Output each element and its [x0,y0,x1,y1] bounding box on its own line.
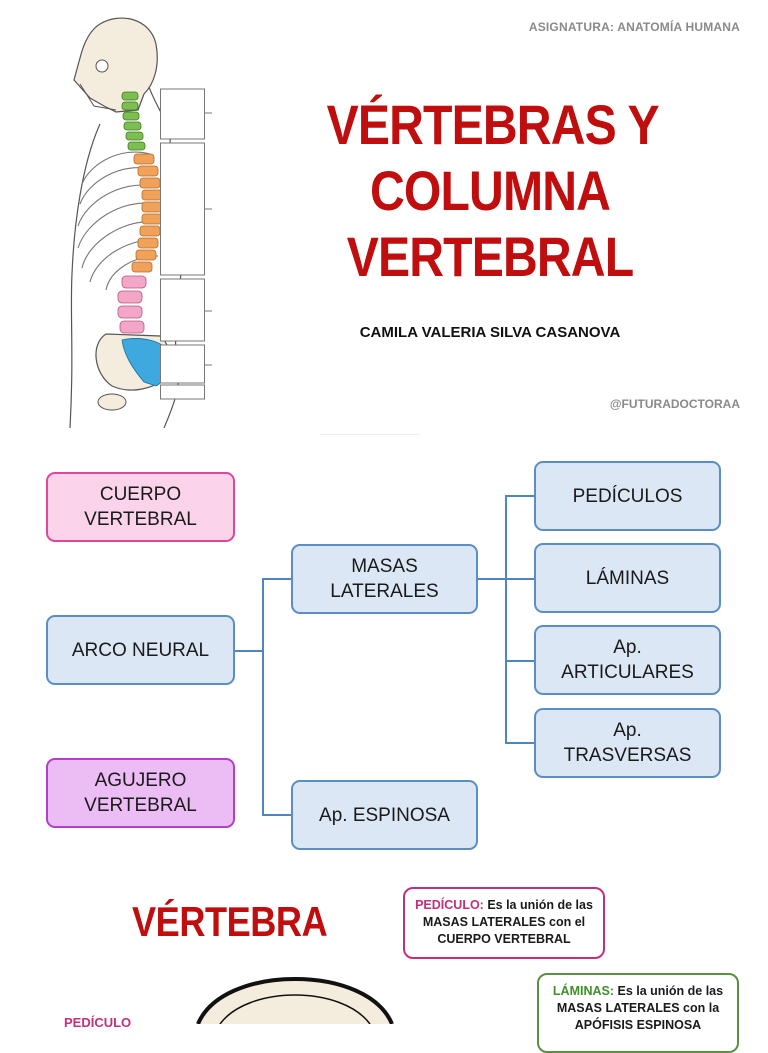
box-arco-neural: ARCO NEURAL [46,615,235,685]
connector-arco-vertical [262,578,264,815]
pediculo-label: PEDÍCULO [64,1015,132,1030]
section-divider [320,434,420,435]
box-ap-articulares: Ap. ARTICULARES [534,625,721,695]
title-line-2: COLUMNA [369,159,611,222]
title-line-1: VÉRTEBRAS Y [326,93,660,156]
box-agujero-vertebral: AGUJERO VERTEBRAL [46,758,235,828]
subject-label: ASIGNATURA: ANATOMÍA HUMANA [528,20,740,34]
connector-arco [235,650,263,652]
note-laminas: LÁMINAS: Es la unión de las MASAS LATERA… [537,973,739,1053]
author-name: CAMILA VALERIA SILVA CASANOVA [359,324,621,341]
note-laminas-keyword: LÁMINAS: [552,984,615,998]
box-ap-espinosa: Ap. ESPINOSA [291,780,478,850]
section-title-vertebra: VÉRTEBRA [132,898,328,945]
connector-trasversas [505,742,534,744]
connector-masas-out [478,578,506,580]
connector-espinosa [262,814,291,816]
note-pediculo: PEDÍCULO: Es la unión de las MASAS LATER… [403,887,605,959]
connector-masas [262,578,291,580]
box-masas-laterales: MASAS LATERALES [291,544,478,614]
box-cuerpo-vertebral: CUERPO VERTEBRAL [46,472,235,542]
spine-label-boxes [160,88,212,400]
spine-illustration [69,17,185,428]
title-line-3: VERTEBRAL [346,225,634,288]
connector-pediculos [505,495,534,497]
box-ap-trasversas: Ap. TRASVERSAS [534,708,721,778]
connector-masas-vertical [505,495,507,743]
note-pediculo-keyword: PEDÍCULO: [415,898,484,912]
social-handle: @FUTURADOCTORAA [609,397,740,411]
vertebra-illustration [196,976,394,1024]
page-title: VÉRTEBRAS Y COLUMNA VERTEBRAL [326,92,660,290]
note-pediculo-text: Es la unión de las MASAS LATERALES con e… [422,898,593,946]
box-pediculos: PEDÍCULOS [534,461,721,531]
box-laminas: LÁMINAS [534,543,721,613]
connector-articulares [505,660,534,662]
connector-laminas [505,578,534,580]
